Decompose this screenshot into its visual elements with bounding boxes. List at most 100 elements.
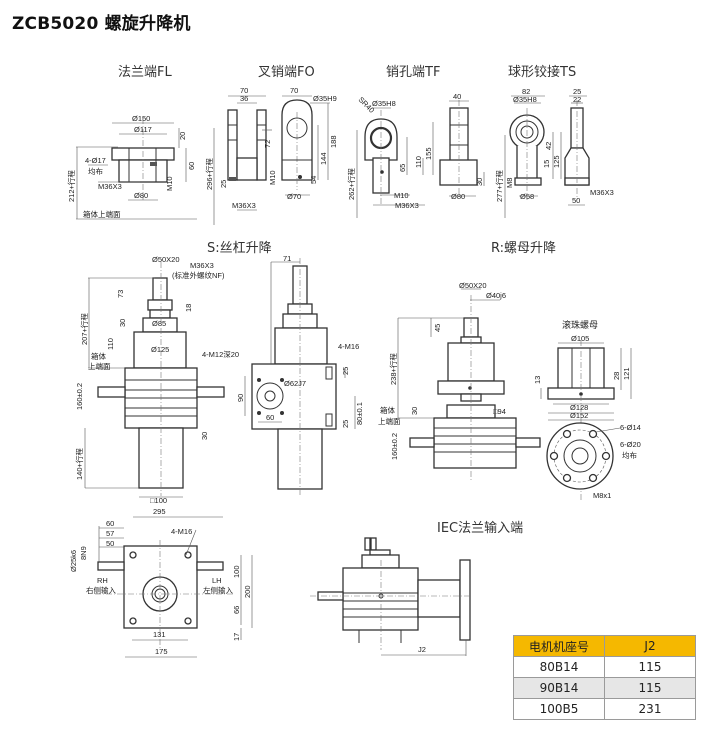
label-rh-cn: 右侧输入 — [86, 585, 116, 595]
dim-fo-m10: M10 — [268, 170, 277, 185]
label-lh: LH — [212, 576, 222, 585]
dim-top-w50: 50 — [106, 539, 114, 548]
dim-tf-h110: 110 — [414, 156, 423, 168]
ts-balljoint-drawing — [504, 95, 590, 218]
dim-s-h90: 90 — [236, 394, 245, 402]
dim-s-h30: 30 — [118, 319, 127, 327]
dim-tf-pin: Ø35H8 — [372, 99, 396, 108]
s-lift-front-view — [84, 262, 225, 498]
dim-r-stroke: 238+行程 — [388, 353, 398, 385]
dim-tf-w40: 40 — [453, 92, 461, 101]
dim-fo-w36: 36 — [240, 94, 248, 103]
dim-top-h100: 100 — [232, 565, 241, 578]
label-lh-cn: 左侧输入 — [203, 585, 233, 595]
dim-r-even: 均布 — [622, 450, 637, 460]
dim-ts-w22: 22 — [573, 95, 581, 104]
dim-fl-d117: Ø117 — [134, 125, 152, 134]
dim-r-h13: 13 — [533, 376, 542, 384]
dim-top-d25: Ø25k6 — [69, 550, 78, 572]
section-label-ts: 球形铰接TS — [508, 65, 577, 80]
table-row: 80B14 115 — [513, 656, 696, 678]
table-cell-j2: 115 — [604, 677, 696, 699]
dim-fl-even: 均布 — [88, 166, 103, 176]
dim-iec-j2: J2 — [418, 645, 426, 654]
dim-s-m12: 4-M12深20 — [202, 350, 239, 359]
dim-tf-h65: 65 — [398, 164, 407, 172]
dim-r-sq94: □94 — [493, 407, 506, 416]
dim-fl-20: 20 — [178, 132, 187, 140]
tf-pinhole-drawing — [356, 100, 485, 218]
dim-ts-thread: M36X3 — [590, 188, 614, 197]
dim-fo-w70a: 70 — [240, 86, 248, 95]
page-title: ZCB5020 螺旋升降机 — [12, 14, 191, 34]
dim-r-box1: 箱体 — [380, 405, 395, 415]
dim-r-h30: 30 — [410, 407, 419, 415]
dim-s-thread-note: (标准外螺纹NF) — [172, 270, 225, 280]
dim-r-h28: 28 — [612, 372, 621, 380]
dim-ts-w50: 50 — [572, 196, 580, 205]
table-row: 100B5 231 — [513, 698, 696, 720]
dim-fl-ref: 箱体上端面 — [83, 209, 121, 219]
table-cell-frame: 100B5 — [513, 698, 605, 720]
dim-r-box2: 上端面 — [378, 416, 401, 426]
dim-r-h45: 45 — [433, 324, 442, 332]
table-header-motor-frame: 电机机座号 — [513, 635, 605, 657]
dim-r-holes20: 6-Ø20 — [620, 440, 641, 449]
dim-s-box1: 箱体 — [91, 351, 106, 361]
dim-s-d125: Ø125 — [151, 345, 169, 354]
table-cell-j2: 231 — [604, 698, 696, 720]
section-label-fo: 叉销端FO — [258, 65, 315, 80]
dim-fo-w70b: 70 — [290, 86, 298, 95]
dim-s-m16: 4-M16 — [338, 342, 359, 351]
dim-s-h73: 73 — [116, 290, 125, 298]
dim-ts-h42: 42 — [544, 142, 553, 150]
dim-ts-d58: Ø58 — [520, 192, 534, 201]
dim-r-d105: Ø105 — [571, 334, 589, 343]
dim-tf-thread: M36X3 — [395, 201, 419, 210]
dim-top-w131: 131 — [153, 630, 166, 639]
dim-tf-d80: Ø80 — [451, 192, 465, 201]
dim-ts-pin: Ø35H8 — [513, 95, 537, 104]
dim-r-h160: 160±0.2 — [390, 433, 399, 460]
dim-tf-h155: 155 — [424, 147, 433, 160]
dim-top-w175: 175 — [155, 647, 168, 656]
dim-r-d40: Ø40j6 — [486, 291, 506, 300]
dim-s-box2: 上端面 — [88, 361, 111, 371]
dim-r-d128: Ø128 — [570, 403, 588, 412]
dim-tf-h30: 30 — [475, 178, 484, 186]
motor-frame-table: 电机机座号 J2 80B14 115 90B14 115 100B5 231 — [513, 635, 696, 720]
dim-s-d62: Ø62J7 — [284, 379, 306, 388]
dim-r-d50: Ø50X20 — [459, 281, 487, 290]
dim-ts-stroke: 277+行程 — [494, 170, 504, 202]
table-cell-frame: 90B14 — [513, 677, 605, 699]
dim-top-w57: 57 — [106, 529, 114, 538]
dim-tf-m10: M10 — [394, 191, 409, 200]
dim-s-h30b: 30 — [200, 432, 209, 440]
dim-s-d50: Ø50X20 — [152, 255, 180, 264]
iec-flange-drawing — [310, 537, 471, 656]
dim-ts-h125: 125 — [552, 155, 561, 168]
dim-fl-stroke: 212+行程 — [66, 170, 76, 202]
s-lift-side-view — [244, 258, 356, 496]
dim-s-h110: 110 — [106, 338, 115, 350]
dim-fo-h72: 72 — [263, 140, 272, 148]
dim-r-m8: M8x1 — [593, 491, 611, 500]
fo-fork-drawing — [213, 95, 330, 225]
dim-s-h18: 18 — [184, 304, 193, 312]
fl-flange-drawing — [76, 118, 197, 220]
dim-fl-holes: 4-Ø17 — [85, 156, 106, 165]
dim-fl-60: 60 — [187, 162, 196, 170]
dim-fo-h188: 188 — [329, 135, 338, 148]
table-header-j2: J2 — [604, 635, 696, 657]
dim-s-h25b: 25 — [341, 420, 350, 428]
dim-s-h25a: 25 — [341, 367, 350, 375]
dim-fo-stroke: 296+行程 — [204, 158, 214, 190]
dim-ts-h15: 15 — [542, 160, 551, 168]
r-lift-front-view — [397, 288, 541, 480]
dim-ts-w25: 25 — [573, 87, 581, 96]
dim-r-d152: Ø152 — [570, 411, 588, 420]
dim-fo-thread: M36X3 — [232, 201, 256, 210]
top-view-drawing — [95, 516, 253, 658]
dim-ts-m8: M8 — [505, 178, 514, 188]
